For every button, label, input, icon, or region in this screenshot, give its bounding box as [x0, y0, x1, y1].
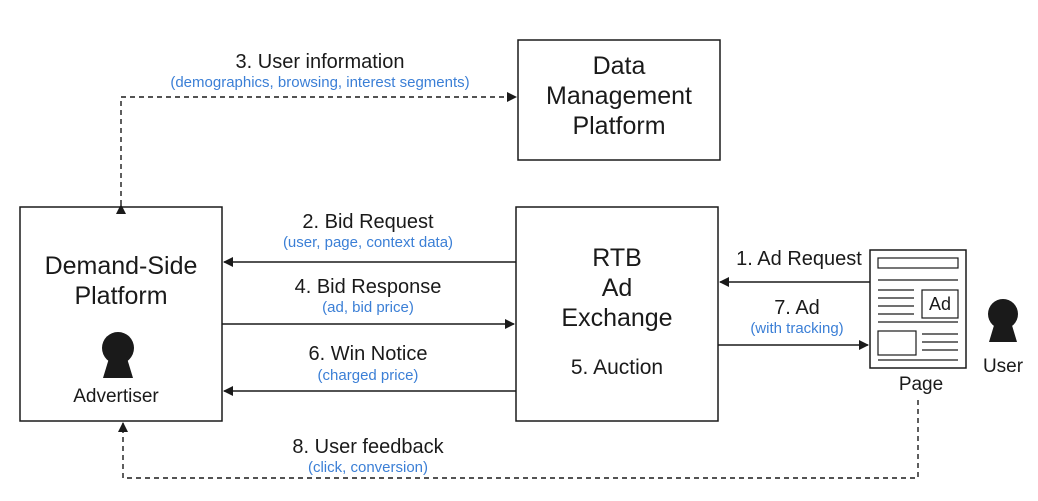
exchange-label-line-3: Exchange — [561, 304, 672, 332]
bid-request-detail: (user, page, context data) — [283, 234, 453, 251]
ad-detail: (with tracking) — [750, 320, 843, 337]
dsp-box — [19, 206, 223, 422]
user-information-arrow — [116, 92, 517, 214]
dsp-label-line-1: Demand-Side — [45, 252, 198, 280]
dmp-label-line-1: Data — [593, 52, 646, 80]
dmp-label-line-3: Platform — [572, 112, 665, 140]
exchange-label-line-2: Ad — [602, 274, 633, 302]
user-label: User — [983, 356, 1024, 377]
exchange-box — [515, 206, 719, 422]
exchange-label-line-1: RTB — [592, 244, 642, 272]
ad-title: 7. Ad — [774, 297, 820, 319]
bid-request-title: 2. Bid Request — [302, 211, 434, 233]
user-feedback-title: 8. User feedback — [292, 436, 444, 458]
dsp-label-line-2: Platform — [74, 282, 167, 310]
ad-slot-label: Ad — [929, 294, 951, 314]
win-notice-detail: (charged price) — [318, 367, 419, 384]
ad-request-title: 1. Ad Request — [736, 248, 862, 270]
page-icon — [869, 249, 967, 369]
ad-slot — [921, 289, 959, 319]
bid-response-title: 4. Bid Response — [295, 276, 442, 298]
user-feedback-arrow — [118, 400, 919, 479]
bid-response-detail: (ad, bid price) — [322, 299, 414, 316]
win-notice-title: 6. Win Notice — [309, 343, 428, 365]
user-feedback-detail: (click, conversion) — [308, 459, 428, 476]
page-label: Page — [899, 374, 943, 395]
advertiser-label: Advertiser — [73, 386, 159, 407]
dmp-box — [517, 39, 721, 161]
dmp-label-line-2: Management — [546, 82, 692, 110]
auction-label: 5. Auction — [571, 356, 663, 379]
user-person-icon — [988, 299, 1018, 342]
user-information-detail: (demographics, browsing, interest segmen… — [170, 74, 469, 91]
user-information-title: 3. User information — [236, 51, 405, 73]
advertiser-person-icon — [102, 332, 134, 378]
